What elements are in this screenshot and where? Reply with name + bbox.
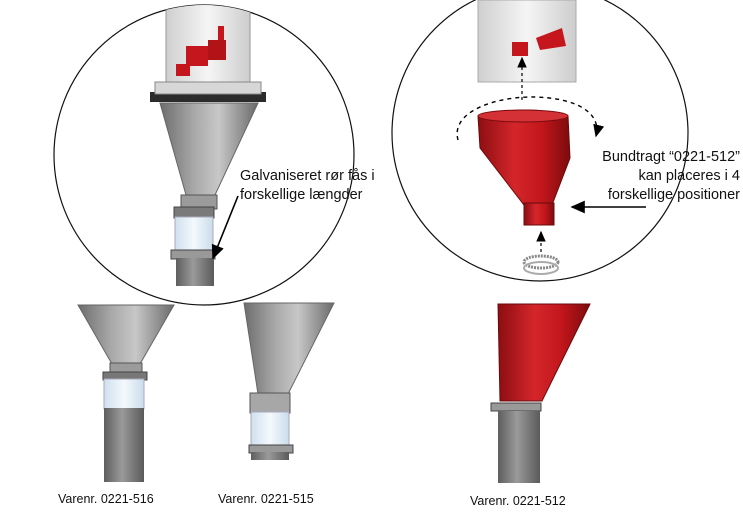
valve-part <box>208 40 226 60</box>
caption-item1: Varenr. 0221-516 <box>58 492 154 506</box>
callout-left-line2: forskellige længder <box>240 187 363 203</box>
flange-plate <box>154 81 262 95</box>
clamp-band <box>248 444 294 454</box>
galvanized-pipe <box>251 452 289 460</box>
right-detail-view <box>391 0 689 282</box>
clear-pipe <box>174 216 214 252</box>
galvanized-pipe <box>104 408 144 482</box>
clear-pipe <box>103 378 145 410</box>
callout-left-line1: Galvaniseret rør fås i <box>240 168 375 184</box>
galvanized-pipe <box>498 411 540 483</box>
valve-part <box>512 42 528 56</box>
valve-part <box>176 64 190 76</box>
red-funnel-rim <box>477 109 569 123</box>
red-outlet <box>523 202 555 226</box>
clear-pipe <box>250 411 290 447</box>
red-funnel <box>497 303 591 402</box>
callout-right-line1: Bundtragt “0221-512” <box>602 149 740 165</box>
flange-ring <box>150 92 266 102</box>
callout-bottom-funnel: Bundtragt “0221-512” kan placeres i 4 fo… <box>580 148 740 205</box>
caption-item2: Varenr. 0221-515 <box>218 492 314 506</box>
hose-clamp <box>523 261 559 275</box>
clamp-band <box>490 402 542 412</box>
galvanized-funnel <box>243 302 335 395</box>
clamp-band <box>170 249 216 260</box>
product-0221-512 <box>490 303 591 483</box>
caption-item3: Varenr. 0221-512 <box>470 494 566 508</box>
callout-arrow-left <box>211 195 239 260</box>
callout-right-line2: kan placeres i 4 <box>638 168 740 184</box>
valve-part <box>186 46 208 66</box>
rotation-arc <box>456 96 605 141</box>
callout-right-line3: forskellige positioner <box>607 187 740 203</box>
galvanized-funnel <box>77 304 175 365</box>
hose-clamp <box>522 254 560 270</box>
funnel-collar <box>249 392 291 414</box>
left-detail-view <box>53 4 355 306</box>
product-0221-516 <box>77 304 175 482</box>
valve-part <box>536 28 566 50</box>
galvanized-pipe <box>176 258 214 286</box>
clamp-band <box>173 206 215 219</box>
valve-part <box>218 26 224 40</box>
callout-galvanized-pipe: Galvaniseret rør fås i forskellige længd… <box>240 167 375 205</box>
product-0221-515 <box>243 302 335 460</box>
